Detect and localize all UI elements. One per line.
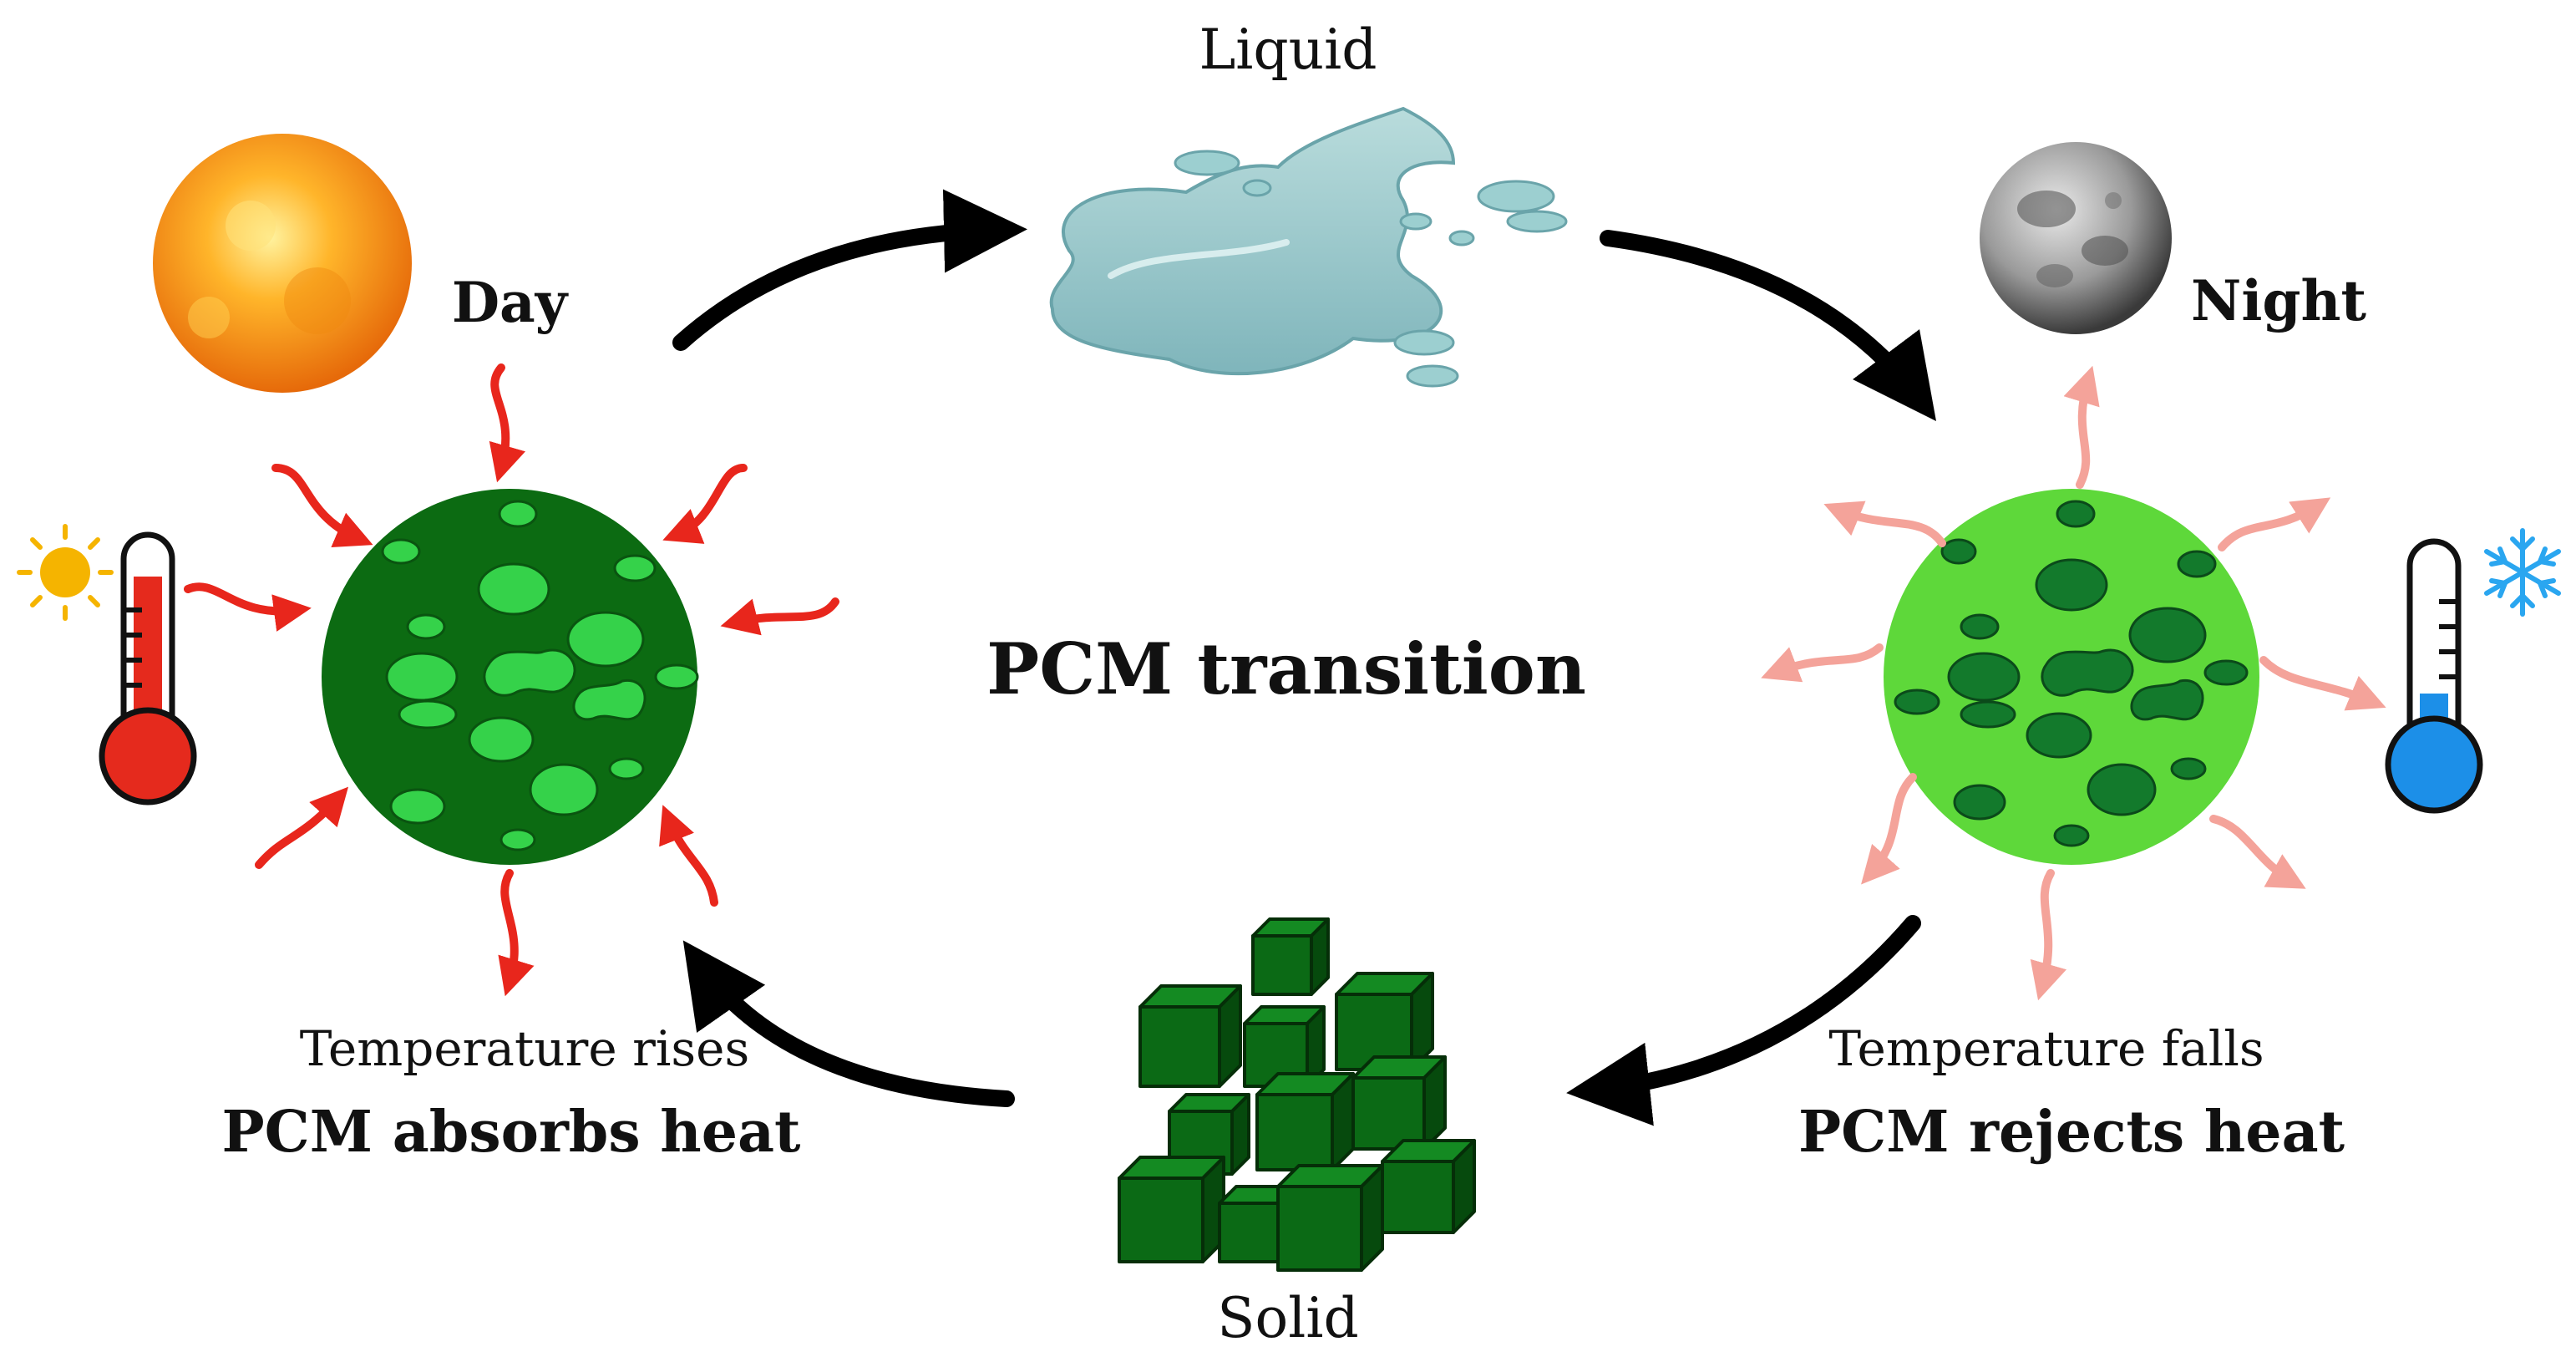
label-solid: Solid <box>1217 1286 1358 1350</box>
heat-out-arrow <box>2063 365 2100 489</box>
pcm-sphere-day <box>322 489 699 865</box>
heat-in-arrow <box>271 464 373 548</box>
liquid-puddle-icon <box>1049 106 1568 388</box>
heat-out-arrow <box>1861 773 1917 885</box>
cycle-arrow-solid-to-day <box>682 940 1015 1107</box>
heat-in-arrow <box>720 597 839 636</box>
label-liquid: Liquid <box>1199 18 1377 82</box>
heat-in-arrow <box>184 582 312 632</box>
label-center: PCM transition <box>986 628 1586 710</box>
solid-cubes-icon <box>1118 917 1476 1272</box>
thermometer-hot-icon <box>99 531 197 806</box>
thermometer-cold-icon <box>2385 538 2483 814</box>
heat-out-arrow <box>1823 501 1946 547</box>
label-day: Day <box>452 270 569 335</box>
cube <box>1138 984 1242 1088</box>
heat-out-arrow <box>1761 643 1884 683</box>
sun-icon <box>153 134 412 393</box>
cube <box>1251 917 1330 996</box>
snowflake-icon <box>2484 528 2561 617</box>
heat-in-arrow <box>662 464 748 544</box>
small-sun-icon <box>17 524 114 621</box>
label-right-line1: Temperature falls <box>1828 1020 2264 1077</box>
cycle-arrows <box>672 189 1937 1126</box>
heat-in-arrow <box>489 363 526 483</box>
cube <box>1276 1164 1384 1272</box>
label-right-line2: PCM rejects heat <box>1798 1099 2345 1166</box>
cube <box>1118 1156 1225 1263</box>
heat-in-arrows <box>184 363 839 997</box>
label-left-line2: PCM absorbs heat <box>222 1099 802 1166</box>
cube <box>1255 1072 1355 1171</box>
heat-in-arrow <box>255 786 349 869</box>
pcm-sphere-night <box>1884 489 2259 865</box>
cycle-arrow-day-to-liquid <box>672 189 1027 351</box>
heat-out-arrow <box>2209 815 2306 889</box>
label-night: Night <box>2191 268 2367 333</box>
cycle-arrow-liquid-to-night <box>1600 230 1937 421</box>
moon-icon <box>1980 142 2172 334</box>
label-left-line1: Temperature rises <box>300 1020 750 1077</box>
heat-out-arrow <box>2259 656 2386 711</box>
cube <box>1335 972 1434 1071</box>
heat-in-arrow <box>659 805 718 907</box>
heat-out-arrow <box>2218 497 2331 551</box>
heat-out-arrow <box>2030 869 2067 1001</box>
cube <box>1381 1139 1476 1234</box>
cube <box>1351 1055 1447 1151</box>
heat-out-arrows <box>1761 365 2386 1001</box>
cycle-arrow-night-to-solid <box>1566 915 1921 1126</box>
heat-in-arrow <box>498 869 535 997</box>
